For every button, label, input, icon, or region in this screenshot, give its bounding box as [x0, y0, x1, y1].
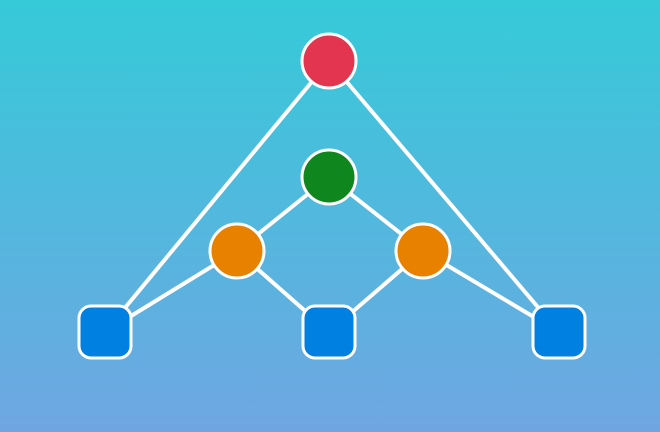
edge-top-to-bottom-left	[103, 59, 331, 334]
node-bottom-right-square	[531, 304, 587, 360]
edge-top-to-bottom-right	[327, 59, 561, 334]
node-top-circle	[300, 32, 358, 90]
node-left-mid-circle	[208, 222, 266, 280]
node-middle-circle	[300, 148, 358, 206]
node-bottom-left-square	[77, 304, 133, 360]
nodes-layer	[77, 32, 587, 360]
node-right-mid-circle	[394, 222, 452, 280]
node-bottom-center-square	[301, 304, 357, 360]
